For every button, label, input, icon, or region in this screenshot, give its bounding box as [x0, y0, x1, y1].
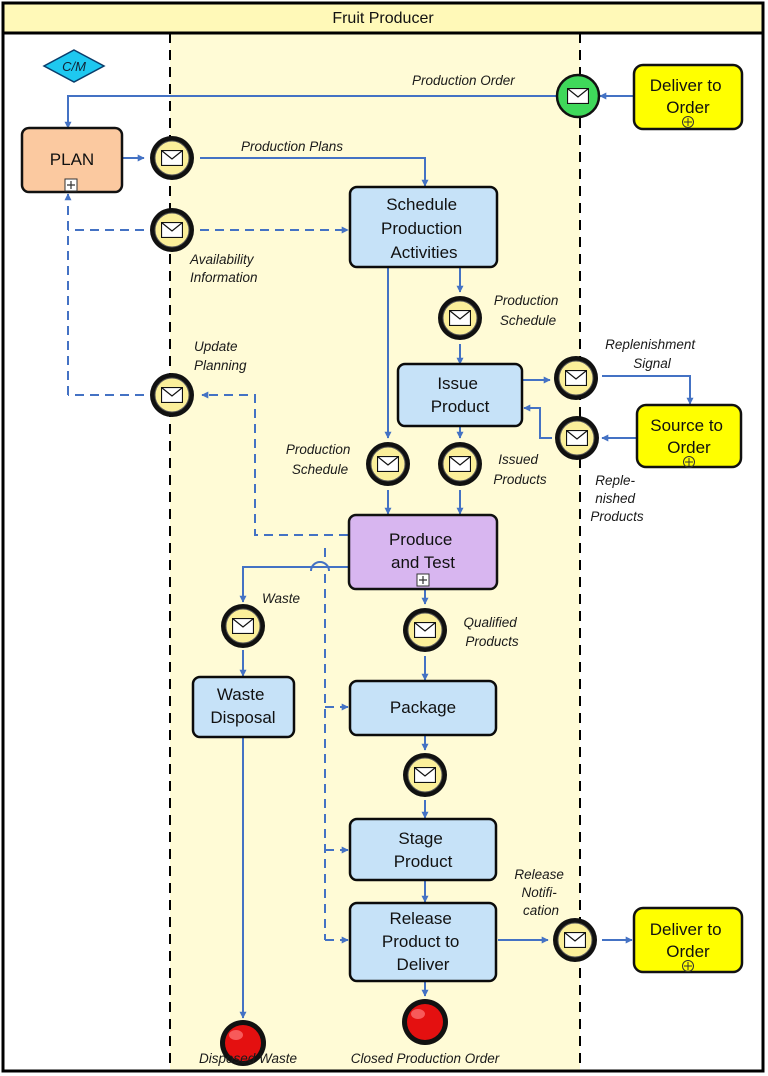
- task-produce-and-test[interactable]: Produce and Test: [347, 513, 499, 591]
- start-event[interactable]: [555, 73, 601, 119]
- message-event-replenishment-signal[interactable]: [554, 356, 598, 400]
- task-source-to-order[interactable]: Source to Order: [635, 403, 743, 469]
- task-package[interactable]: Package: [348, 679, 498, 737]
- message-event-update-planning[interactable]: [150, 373, 194, 417]
- flow-production-order: [64, 95, 560, 129]
- gateway-cm[interactable]: C/M: [42, 49, 106, 83]
- task-deliver-top-label: Deliver to Order: [650, 76, 727, 117]
- task-plan-label: PLAN: [50, 150, 94, 169]
- subprocess-marker-icon: [682, 960, 694, 972]
- task-waste-disposal[interactable]: Waste Disposal: [191, 675, 296, 739]
- end-event-closed-production-order[interactable]: [402, 999, 448, 1045]
- label-closed-production-order: Closed Production Order: [351, 1051, 500, 1066]
- task-release-product-to-deliver[interactable]: Release Product to Deliver: [348, 901, 498, 983]
- message-events: [150, 136, 599, 962]
- task-deliver-to-order-top[interactable]: Deliver to Order: [632, 63, 744, 131]
- envelope-icon: [414, 767, 436, 783]
- message-event-release-notification[interactable]: [553, 918, 597, 962]
- label-production-schedule-top: Production Schedule: [494, 293, 562, 328]
- flow-labels: Production Order Production Plans Availa…: [189, 73, 699, 1066]
- label-waste: Waste: [262, 591, 300, 606]
- label-replenishment-signal: Replenishment Signal: [605, 337, 699, 371]
- envelope-icon: [161, 222, 183, 238]
- task-source-label: Source to Order: [650, 416, 728, 457]
- flow-replenish-to-source: [602, 375, 694, 405]
- message-event-issued-products[interactable]: [438, 442, 482, 486]
- message-event-package-stage[interactable]: [403, 753, 447, 797]
- task-issue-product[interactable]: Issue Product: [396, 362, 524, 428]
- envelope-icon: [449, 310, 471, 326]
- sequence-flows: [64, 92, 694, 1019]
- message-event-production-schedule-top[interactable]: [438, 296, 482, 340]
- label-issued-products: Issued Products: [493, 452, 547, 487]
- envelope-icon: [564, 932, 586, 948]
- message-event-availability[interactable]: [150, 208, 194, 252]
- label-qualified-products: Qualified Products: [463, 615, 520, 649]
- envelope-icon: [414, 622, 436, 638]
- envelope-icon: [565, 370, 587, 386]
- label-disposed-waste: Disposed Waste: [199, 1051, 297, 1066]
- task-deliver-to-order-bottom[interactable]: Deliver to Order: [632, 906, 744, 974]
- subprocess-marker-icon: [682, 116, 694, 128]
- task-deliver-bottom-label: Deliver to Order: [650, 920, 727, 961]
- label-production-plans: Production Plans: [241, 139, 343, 154]
- task-produce-label: Produce and Test: [389, 530, 457, 572]
- subprocess-marker-icon: [683, 456, 695, 468]
- task-waste-disposal-label: Waste Disposal: [210, 685, 275, 727]
- task-issue-label: Issue Product: [431, 374, 490, 416]
- label-replenished-products: Reple- nished Products: [590, 473, 644, 524]
- task-plan[interactable]: PLAN: [20, 126, 124, 194]
- message-event-qualified-products[interactable]: [403, 608, 447, 652]
- task-schedule-label: Schedule Production Activities: [381, 195, 467, 262]
- task-stage-product[interactable]: Stage Product: [348, 817, 498, 882]
- task-schedule-production-activities[interactable]: Schedule Production Activities: [348, 185, 499, 269]
- message-event-waste[interactable]: [221, 604, 265, 648]
- envelope-icon: [161, 150, 183, 166]
- envelope-icon: [161, 387, 183, 403]
- message-event-replenished-products[interactable]: [555, 416, 599, 460]
- label-update-planning: Update Planning: [194, 339, 247, 373]
- label-production-order: Production Order: [412, 73, 515, 88]
- pool-title: Fruit Producer: [332, 10, 434, 27]
- envelope-icon: [567, 88, 589, 104]
- envelope-icon: [377, 456, 399, 472]
- envelope-icon: [449, 456, 471, 472]
- task-release-label: Release Product to Deliver: [382, 909, 464, 974]
- flow-replenished-to-issue: [523, 404, 552, 439]
- label-production-schedule-left: Production Schedule: [286, 442, 354, 477]
- message-event-production-schedule-left[interactable]: [366, 442, 410, 486]
- envelope-icon: [232, 618, 254, 634]
- task-stage-label: Stage Product: [394, 829, 453, 871]
- message-event-production-plans[interactable]: [150, 136, 194, 180]
- flow-dashed-bus-hop: [310, 561, 330, 572]
- flow-production-plans: [200, 157, 429, 187]
- label-availability-information: Availability Information: [189, 252, 258, 285]
- gateway-label: C/M: [62, 59, 86, 74]
- flow-update-in: [201, 391, 348, 536]
- envelope-icon: [566, 430, 588, 446]
- label-release-notification: Release Notifi- cation: [514, 867, 567, 918]
- end-event-disposed-waste[interactable]: [220, 1020, 266, 1066]
- task-package-label: Package: [390, 698, 456, 717]
